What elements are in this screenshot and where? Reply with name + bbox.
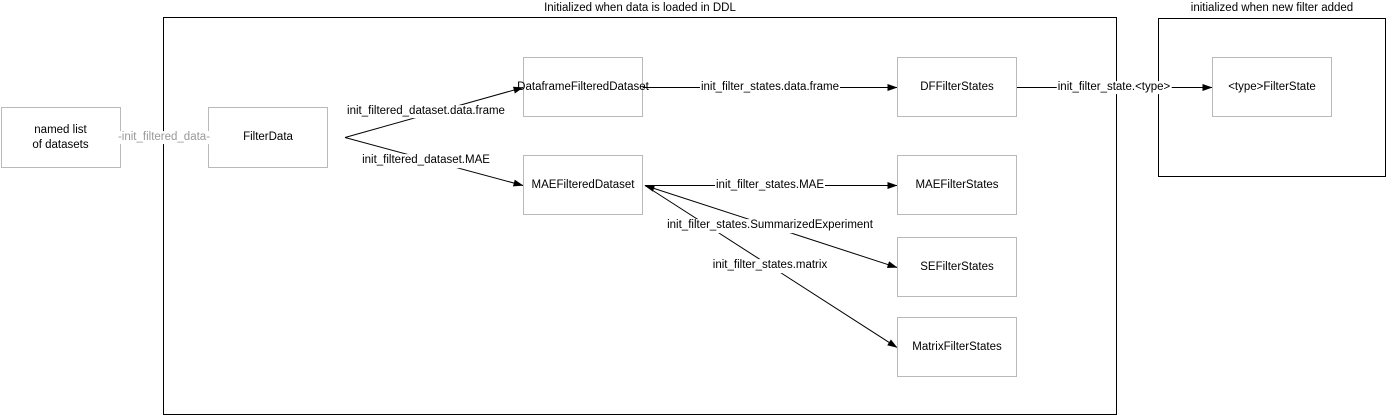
edge-label-init-filtered-data: -init_filtered_data- [116, 130, 212, 145]
node-dataframe-filtered-dataset: DataframeFilteredDataset [517, 57, 649, 117]
edge-label-init-filter-state-type: init_filter_state.<type> [1056, 80, 1172, 95]
edge-label-init-filter-states-data-frame: init_filter_states.data.frame [699, 80, 841, 95]
container-new-filter [1158, 18, 1386, 177]
container-ddl-title: Initialized when data is loaded in DDL [544, 2, 736, 14]
container-ddl-init [163, 17, 1117, 415]
node-named-list: named list of datasets [0, 107, 121, 168]
node-type-filter-state: <type>FilterState [1212, 57, 1332, 117]
edge-label-init-filtered-dataset-mae: init_filtered_dataset.MAE [361, 154, 491, 168]
edge-label-init-filter-states-mae: init_filter_states.MAE [714, 178, 826, 193]
edge-label-init-filter-states-matrix: init_filter_states.matrix [711, 259, 829, 273]
node-se-filter-states: SEFilterStates [897, 237, 1017, 297]
edge-label-init-filter-states-summarized-experiment: init_filter_states.SummarizedExperiment [666, 219, 874, 233]
node-filterdata: FilterData [208, 107, 328, 168]
node-mae-filter-states: MAEFilterStates [897, 155, 1017, 215]
node-matrix-filter-states: MatrixFilterStates [897, 317, 1017, 377]
node-mae-filtered-dataset: MAEFilteredDataset [523, 155, 643, 215]
edge-label-init-filtered-dataset-data-frame: init_filtered_dataset.data.frame [346, 104, 506, 119]
container-new-filter-title: initialized when new filter added [1190, 2, 1354, 14]
node-df-filter-states: DFFilterStates [897, 57, 1017, 117]
